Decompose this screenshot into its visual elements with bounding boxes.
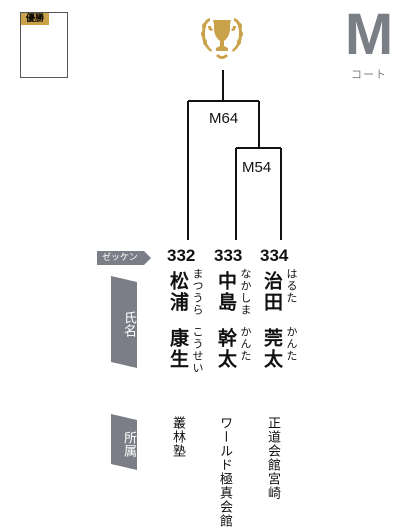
player-affiliation: 叢林塾 (170, 416, 185, 458)
affiliation-tag: 所属 (111, 414, 137, 470)
player-number: 332 (167, 246, 196, 265)
court-label: コート (351, 68, 387, 81)
player-given-kana: かんた (285, 326, 298, 362)
winner-label: 優勝 (21, 13, 49, 25)
trophy-icon (201, 18, 243, 59)
court-letter: M (344, 2, 394, 67)
player-given-name: 莞太 (261, 328, 283, 370)
name-tag: 氏名 (111, 276, 137, 368)
player-affiliation: 正道会館宮崎 (265, 416, 280, 500)
name-tag-label: 氏名 (121, 311, 136, 337)
player-number: 333 (214, 246, 243, 265)
player-given-name: 幹太 (215, 328, 237, 370)
affiliation-tag-label: 所属 (121, 431, 136, 457)
player-given-kana: こうせい (191, 326, 204, 374)
affiliation-tag-shape (111, 414, 137, 470)
name-tag-shape (111, 276, 137, 368)
player-surname: 中島 (215, 271, 237, 313)
player-surname-kana: なかしま (239, 268, 252, 316)
player-surname-kana: はるた (285, 268, 298, 304)
player-number: 334 (260, 246, 289, 265)
match-label-m54: M54 (240, 159, 274, 176)
seed-tag: ゼッケン (97, 251, 151, 265)
seed-tag-shape (97, 251, 151, 265)
seed-label: ゼッケン (102, 253, 138, 263)
player-affiliation: ワールド極真会館 (217, 416, 232, 528)
winner-box: 優勝 (20, 12, 68, 78)
player-given-kana: かんた (239, 326, 252, 362)
match-label-m64: M64 (207, 110, 241, 127)
player-surname: 治田 (261, 271, 283, 313)
player-surname: 松浦 (167, 271, 189, 313)
player-surname-kana: まつうら (191, 268, 204, 316)
player-given-name: 康生 (167, 328, 189, 370)
